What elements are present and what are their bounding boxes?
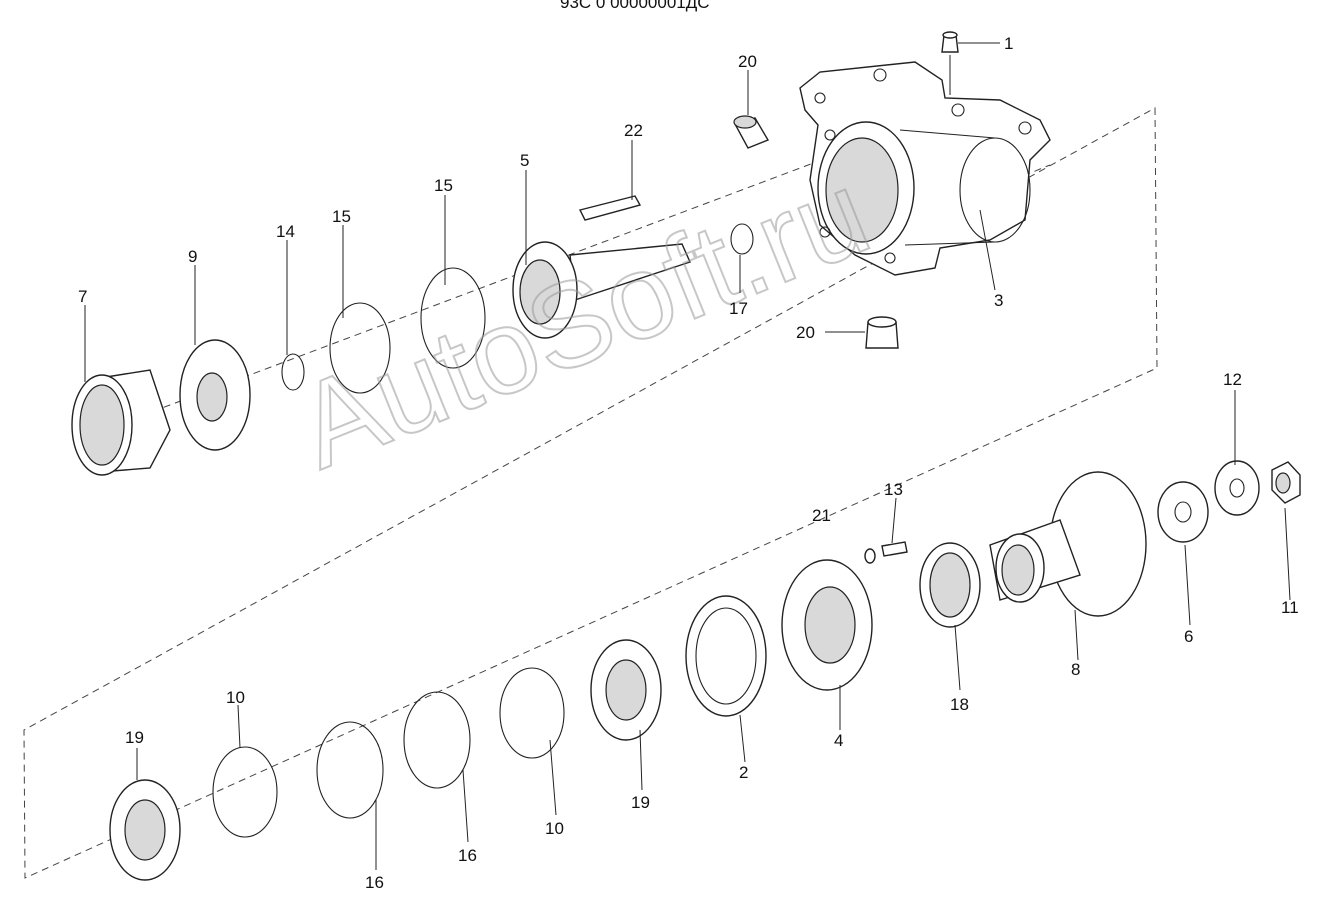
plug-part-20-upper <box>733 115 770 149</box>
pin-part-13 <box>881 541 908 557</box>
callout-15-left: 15 <box>332 207 351 226</box>
gear-part-9 <box>179 339 251 451</box>
callout-5: 5 <box>520 151 529 170</box>
hub-part-8 <box>989 471 1147 617</box>
callout-7: 7 <box>78 287 87 306</box>
callout-16-left: 16 <box>365 873 384 892</box>
washer-part-12 <box>1214 460 1260 516</box>
ring-part-10-a <box>499 667 565 759</box>
housing-part-3 <box>799 61 1051 276</box>
retaining-ring-part-15-b <box>329 302 391 394</box>
ring-part-17 <box>730 223 754 255</box>
callout-11: 11 <box>1281 598 1299 617</box>
callout-18: 18 <box>950 695 969 714</box>
watermark-text: AutoSoft.ru <box>280 145 887 494</box>
callout-2: 2 <box>739 763 748 782</box>
retaining-ring-part-16-a <box>403 691 471 789</box>
leader-lines <box>84 42 1291 870</box>
callout-13: 13 <box>884 480 903 499</box>
callout-1: 1 <box>1004 34 1013 53</box>
seal-part-18 <box>919 542 981 628</box>
callout-19-lower: 19 <box>125 728 144 747</box>
retaining-ring-part-16-b <box>316 721 384 819</box>
bearing-part-19-lower <box>109 779 181 881</box>
callout-8: 8 <box>1071 660 1080 679</box>
callout-16-right: 16 <box>458 846 477 865</box>
nut-part-11 <box>1271 461 1301 504</box>
flange-part-4 <box>781 559 873 691</box>
bearing-sleeve-part-7 <box>71 369 171 476</box>
callout-4: 4 <box>834 731 843 750</box>
bearing-part-19-upper <box>590 639 662 741</box>
gasket-part-2 <box>685 595 767 717</box>
grease-fitting-part-1 <box>941 31 959 95</box>
shaft-gear-part-5 <box>512 241 691 339</box>
callout-15-right: 15 <box>434 176 453 195</box>
callout-10-right: 10 <box>545 819 564 838</box>
callout-21: 21 <box>812 506 831 525</box>
callout-9: 9 <box>188 247 197 266</box>
washer-part-21 <box>864 548 876 564</box>
callout-14: 14 <box>276 222 295 241</box>
snap-ring-part-14 <box>281 353 305 391</box>
retaining-ring-part-15-a <box>420 267 486 369</box>
assembly-outline <box>23 107 1158 879</box>
plug-part-20-lower <box>865 316 899 349</box>
callout-20-upper: 20 <box>738 52 757 71</box>
callout-20-lower: 20 <box>796 323 815 342</box>
callout-3: 3 <box>994 291 1003 310</box>
callout-19-upper: 19 <box>631 793 650 812</box>
callout-12: 12 <box>1223 370 1242 389</box>
key-part-22 <box>578 195 642 221</box>
washer-part-6 <box>1157 481 1209 543</box>
diagram-header: 93C 0 00000001ДС <box>560 0 710 12</box>
ring-part-10-b <box>212 746 278 838</box>
callout-6: 6 <box>1184 627 1193 646</box>
callout-22: 22 <box>624 121 643 140</box>
callout-10-left: 10 <box>226 688 245 707</box>
callout-17: 17 <box>729 299 748 318</box>
